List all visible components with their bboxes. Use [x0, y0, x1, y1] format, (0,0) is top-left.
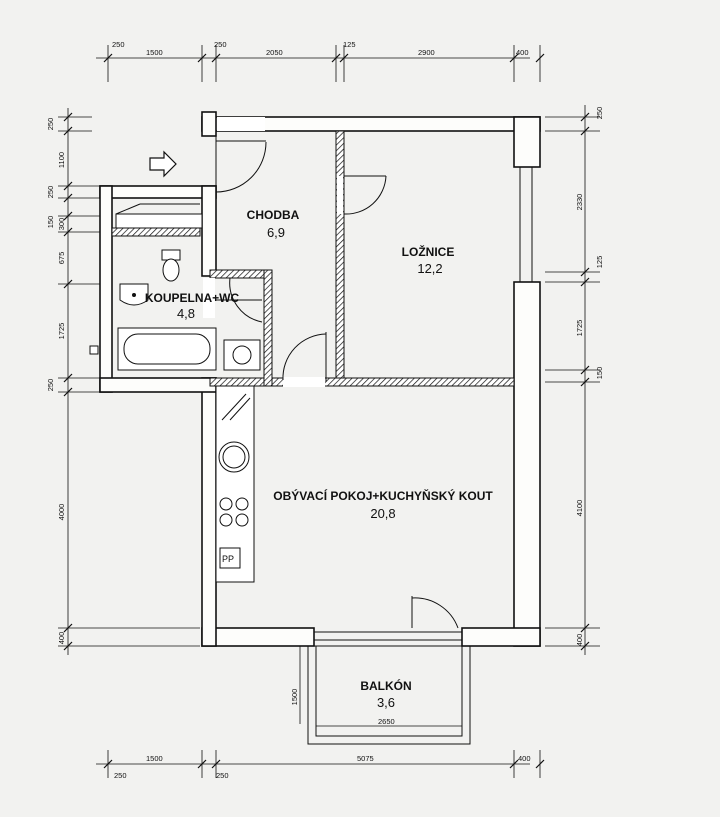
room-area-koupelna: 4,8: [177, 306, 195, 321]
dim-top-1: 250: [112, 40, 125, 49]
dim-right-3: 125: [595, 256, 604, 269]
washbasin-icon: [119, 283, 149, 306]
dim-left-6: 675: [57, 252, 66, 265]
dim-left-4: 150: [46, 216, 55, 229]
dim-right-5: 150: [595, 367, 604, 380]
dim-top-3: 250: [214, 40, 227, 49]
bathroom-fixtures: [89, 203, 261, 371]
dim-top-7: 400: [516, 48, 529, 57]
dim-left-5: 300: [57, 218, 66, 231]
dim-left-1: 250: [46, 118, 55, 131]
dim-left-3: 250: [46, 186, 55, 199]
dim-right-4: 1725: [575, 320, 584, 337]
dim-left-2: 1100: [57, 152, 66, 168]
stove-icon: [219, 497, 249, 527]
dim-left-9: 4000: [57, 504, 66, 521]
room-name-chodba: CHODBA: [247, 208, 300, 222]
dim-right-2: 2330: [575, 194, 584, 211]
dim-bottom-2: 1500: [146, 754, 163, 763]
kitchen-fixtures: PP: [215, 385, 255, 583]
dim-bottom-3: 250: [216, 771, 229, 780]
dim-top-6: 2900: [418, 48, 435, 57]
doors: [215, 131, 462, 641]
room-name-loznice: LOŽNICE: [402, 244, 455, 259]
room-area-obyvaci: 20,8: [370, 506, 395, 521]
right-dimension-chain: 250 2330 125 1725 150 4100 400: [545, 105, 604, 655]
dim-left-10: 400: [57, 632, 66, 645]
dim-left-7: 1725: [57, 323, 66, 340]
bottom-dimension-chain: 250 1500 250 5075 400: [96, 750, 545, 780]
room-name-obyvaci: OBÝVACÍ POKOJ+KUCHYŇSKÝ KOUT: [273, 488, 493, 503]
dim-top-4: 2050: [266, 48, 283, 57]
dim-bottom-5: 400: [518, 754, 531, 763]
dim-bottom-4: 5075: [357, 754, 374, 763]
bathroom-shelf: [115, 213, 203, 229]
walls: [99, 111, 541, 647]
left-dimension-chain: 250 1100 250 150 300 675 1725 250 4000 4…: [46, 108, 200, 655]
top-dimension-chain: 250 1500 250 2050 125 2900 400: [96, 40, 545, 82]
dim-balcony-width: 2650: [378, 717, 395, 726]
dim-left-8: 250: [46, 379, 55, 392]
dim-balcony-depth: 1500: [290, 689, 299, 706]
dim-right-6: 4100: [575, 500, 584, 517]
dim-top-5: 125: [343, 40, 356, 49]
vent-icon: [89, 345, 99, 355]
washing-machine-icon: [223, 339, 261, 371]
room-area-balkon: 3,6: [377, 695, 395, 710]
dim-right-1: 250: [595, 107, 604, 120]
dim-bottom-1: 250: [114, 771, 127, 780]
dim-right-7: 400: [575, 634, 584, 647]
pantry-icon: [219, 547, 241, 569]
bathtub-icon: [117, 327, 217, 371]
toilet-icon: [161, 249, 181, 282]
balcony: [299, 645, 471, 745]
room-area-chodba: 6,9: [267, 225, 285, 240]
pantry-label: PP: [222, 554, 234, 564]
sink-icon: [218, 441, 250, 473]
dim-top-2: 1500: [146, 48, 163, 57]
entrance-arrow-icon: [149, 150, 177, 178]
room-area-loznice: 12,2: [417, 261, 442, 276]
room-name-balkon: BALKÓN: [360, 678, 411, 693]
room-name-koupelna: KOUPELNA+WC: [145, 291, 240, 305]
